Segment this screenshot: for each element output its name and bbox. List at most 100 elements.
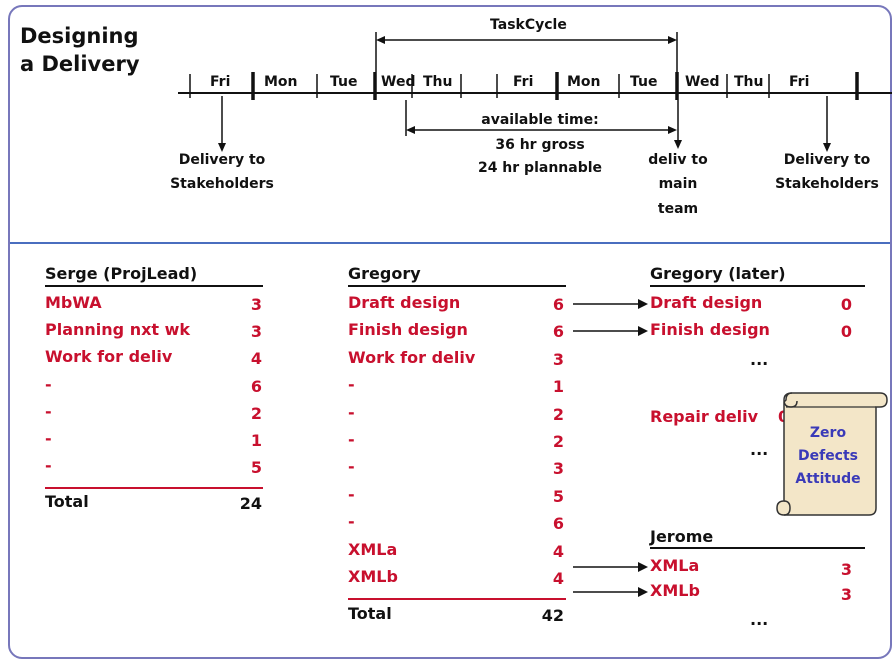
- arrow-xmla: [638, 562, 648, 572]
- deliv-main-line-1: deliv to: [648, 152, 708, 168]
- gregory-task: XMLa: [348, 539, 398, 559]
- delivery-left-arrow: [218, 143, 226, 152]
- available-gross-label: 36 hr gross: [495, 137, 585, 153]
- serge-task: -: [45, 456, 52, 476]
- delivery-left-line-1: Delivery to: [178, 152, 266, 168]
- deliv-main-arrow: [674, 140, 682, 149]
- arrow-finish-design: [638, 326, 648, 336]
- serge-hours: 6: [250, 376, 262, 396]
- gregory-later-hours: 0: [840, 322, 852, 341]
- day-label: Fri: [513, 74, 534, 90]
- gregory-later-ellipsis: ...: [750, 350, 769, 369]
- gregory-later-header: Gregory (later): [650, 264, 786, 283]
- diagram-frame: [8, 5, 892, 659]
- gregory-later-hours: 0: [840, 295, 852, 314]
- arrow-xmlb: [638, 587, 648, 597]
- gregory-task: -: [348, 484, 355, 504]
- day-label: Tue: [330, 74, 358, 90]
- gregory-task: -: [348, 512, 355, 532]
- gregory-task: -: [348, 375, 355, 395]
- serge-hours: 2: [250, 403, 262, 423]
- delivery-right-line-1: Delivery to: [783, 152, 871, 168]
- day-label: Mon: [567, 74, 601, 90]
- day-label: Mon: [264, 74, 298, 90]
- gregory-task: -: [348, 457, 355, 477]
- gregory-hours: 6: [552, 322, 564, 342]
- available-plannable-label: 24 hr plannable: [477, 160, 603, 176]
- gregory-hours: 6: [552, 514, 564, 534]
- deliv-main-line-2: main: [658, 176, 698, 192]
- delivery-left-line-2: Stakeholders: [170, 176, 274, 192]
- day-label: Tue: [630, 74, 658, 90]
- serge-total-value: 24: [239, 494, 262, 513]
- day-label: Wed: [685, 74, 720, 90]
- serge-hours: 4: [250, 349, 262, 369]
- gregory-header: Gregory: [348, 264, 421, 283]
- gregory-total-line: [348, 598, 566, 600]
- jerome-hours: 3: [840, 585, 852, 604]
- day-ticks: [189, 74, 770, 98]
- gregory-task: Work for deliv: [348, 347, 476, 367]
- gregory-hours: 4: [552, 541, 564, 561]
- gregory-task: XMLb: [348, 567, 398, 586]
- delivery-right-arrow: [823, 143, 831, 152]
- week-ticks: [251, 72, 859, 100]
- jerome-hours: 3: [840, 560, 852, 579]
- jerome-task: XMLb: [650, 581, 700, 600]
- serge-task: -: [45, 429, 52, 448]
- jerome-header: Jerome: [650, 527, 714, 546]
- day-label: Thu: [423, 74, 453, 90]
- jerome-task: XMLa: [650, 556, 700, 575]
- serge-hours: 1: [250, 431, 262, 450]
- gregory-later-ellipsis-2: ...: [750, 440, 769, 459]
- scroll-text-3: Attitude: [795, 471, 861, 487]
- gregory-total-value: 42: [541, 606, 564, 625]
- gregory-hours: 3: [552, 349, 564, 369]
- day-label: Fri: [789, 74, 810, 90]
- gregory-later-header-underline: [650, 285, 865, 287]
- scroll-text-1: Zero: [809, 425, 847, 441]
- gregory-hours: 5: [552, 486, 564, 506]
- arrow-draft-design: [638, 299, 648, 309]
- deliv-main-line-3: team: [657, 201, 699, 217]
- serge-header-underline: [45, 285, 263, 287]
- serge-total-line: [45, 487, 263, 489]
- gregory-task: -: [348, 402, 355, 422]
- available-time-label: available time:: [481, 112, 599, 128]
- gregory-hours: 6: [552, 295, 564, 314]
- jerome-header-underline: [650, 547, 865, 549]
- title-line-1: Designing: [20, 24, 139, 48]
- serge-header: Serge (ProjLead): [45, 264, 198, 283]
- serge-hours: 3: [250, 322, 262, 342]
- serge-task: -: [45, 401, 52, 421]
- gregory-header-underline: [348, 285, 566, 287]
- jerome-ellipsis: ...: [750, 610, 769, 629]
- gregory-later-repair-task: Repair deliv: [650, 407, 759, 426]
- gregory-hours: 2: [552, 404, 564, 424]
- gregory-hours: 2: [552, 432, 564, 451]
- serge-hours: 3: [250, 295, 262, 314]
- scroll-text-2: Defects: [797, 448, 859, 464]
- gregory-hours: 1: [552, 377, 564, 397]
- serge-hours: 5: [250, 458, 262, 478]
- gregory-hours: 4: [552, 569, 564, 588]
- section-divider: [10, 242, 890, 244]
- day-label: Wed: [381, 74, 416, 90]
- serge-task: Work for deliv: [45, 347, 173, 367]
- serge-task: -: [45, 374, 52, 394]
- gregory-later-task: Finish design: [650, 320, 770, 339]
- day-label: Fri: [210, 74, 231, 90]
- gregory-total-label: Total: [348, 604, 392, 623]
- gregory-task: Finish design: [348, 320, 468, 340]
- serge-task: MbWA: [45, 293, 102, 312]
- taskcycle-label: TaskCycle: [490, 17, 567, 33]
- day-label: Thu: [734, 74, 764, 90]
- gregory-hours: 3: [552, 459, 564, 479]
- gregory-task: Draft design: [348, 293, 461, 312]
- gregory-later-task: Draft design: [650, 293, 763, 312]
- serge-total-label: Total: [45, 492, 89, 511]
- title-line-2: a Delivery: [20, 52, 140, 76]
